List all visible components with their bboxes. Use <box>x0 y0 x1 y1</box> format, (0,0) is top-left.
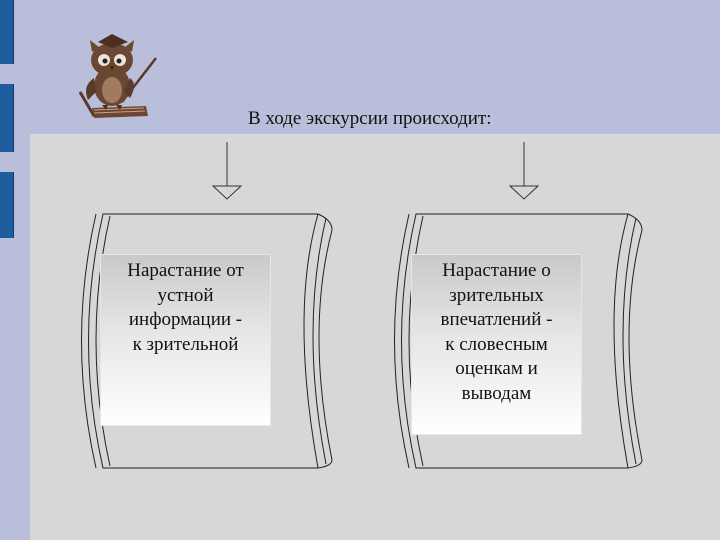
left-text-line: устной <box>157 284 214 306</box>
right-text-box: Нарастание о зрительных впечатлений - к … <box>411 254 582 435</box>
edge-bar-2 <box>0 84 14 152</box>
diagram-heading: В ходе экскурсии происходит: <box>248 108 492 129</box>
left-text-line: к зрительной <box>132 333 239 355</box>
right-text-line: впечатлений - <box>440 309 553 330</box>
right-text-line: оценкам и <box>455 358 538 379</box>
left-text-line: информации - <box>128 309 243 330</box>
right-text-line: выводам <box>461 382 532 404</box>
owl-teacher-icon <box>78 34 157 118</box>
right-arrow-head <box>508 185 540 200</box>
right-text-line: зрительных <box>449 284 544 306</box>
left-text-line: Нарастание от <box>127 260 244 281</box>
edge-bar-3 <box>0 172 14 238</box>
edge-bar-1 <box>0 0 14 64</box>
left-arrow-head <box>211 185 243 200</box>
right-text-line: к словесным <box>445 333 548 355</box>
right-text-line: Нарастание о <box>442 260 551 281</box>
left-text-box: Нарастание от устной информации - к зрит… <box>100 254 271 426</box>
